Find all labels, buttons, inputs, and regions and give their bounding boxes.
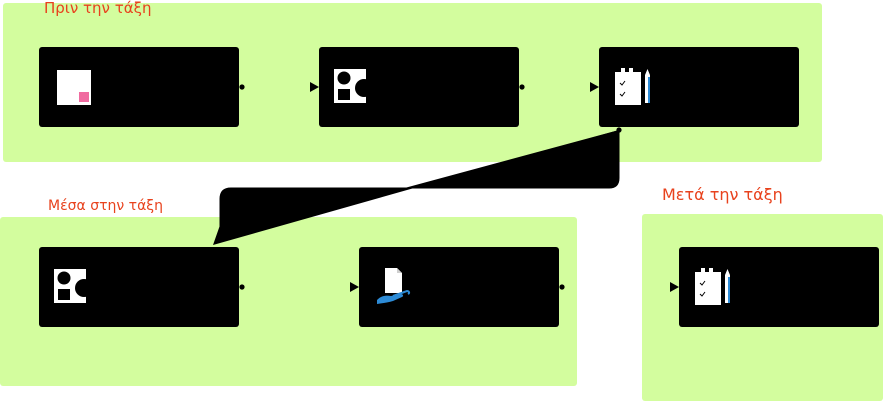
whiteboard-icon — [53, 67, 93, 107]
clipboard-pencil-icon — [693, 267, 733, 307]
stage-label-during: Μέσα στην τάξη — [48, 198, 163, 214]
clipboard-pencil-icon — [613, 67, 653, 107]
step-card-after-1[interactable] — [679, 247, 879, 327]
step-card-during-1[interactable] — [39, 247, 239, 327]
step-card-before-1[interactable] — [39, 47, 239, 127]
step-card-before-2[interactable] — [319, 47, 519, 127]
stage-label-before: Πριν την τάξη — [44, 0, 152, 17]
step-card-before-3[interactable] — [599, 47, 799, 127]
hand-document-icon — [373, 267, 413, 307]
step-card-during-2[interactable] — [359, 247, 559, 327]
shapes-icon — [53, 267, 93, 307]
shapes-icon — [333, 67, 373, 107]
stage-label-after: Μετά την τάξη — [662, 185, 783, 204]
